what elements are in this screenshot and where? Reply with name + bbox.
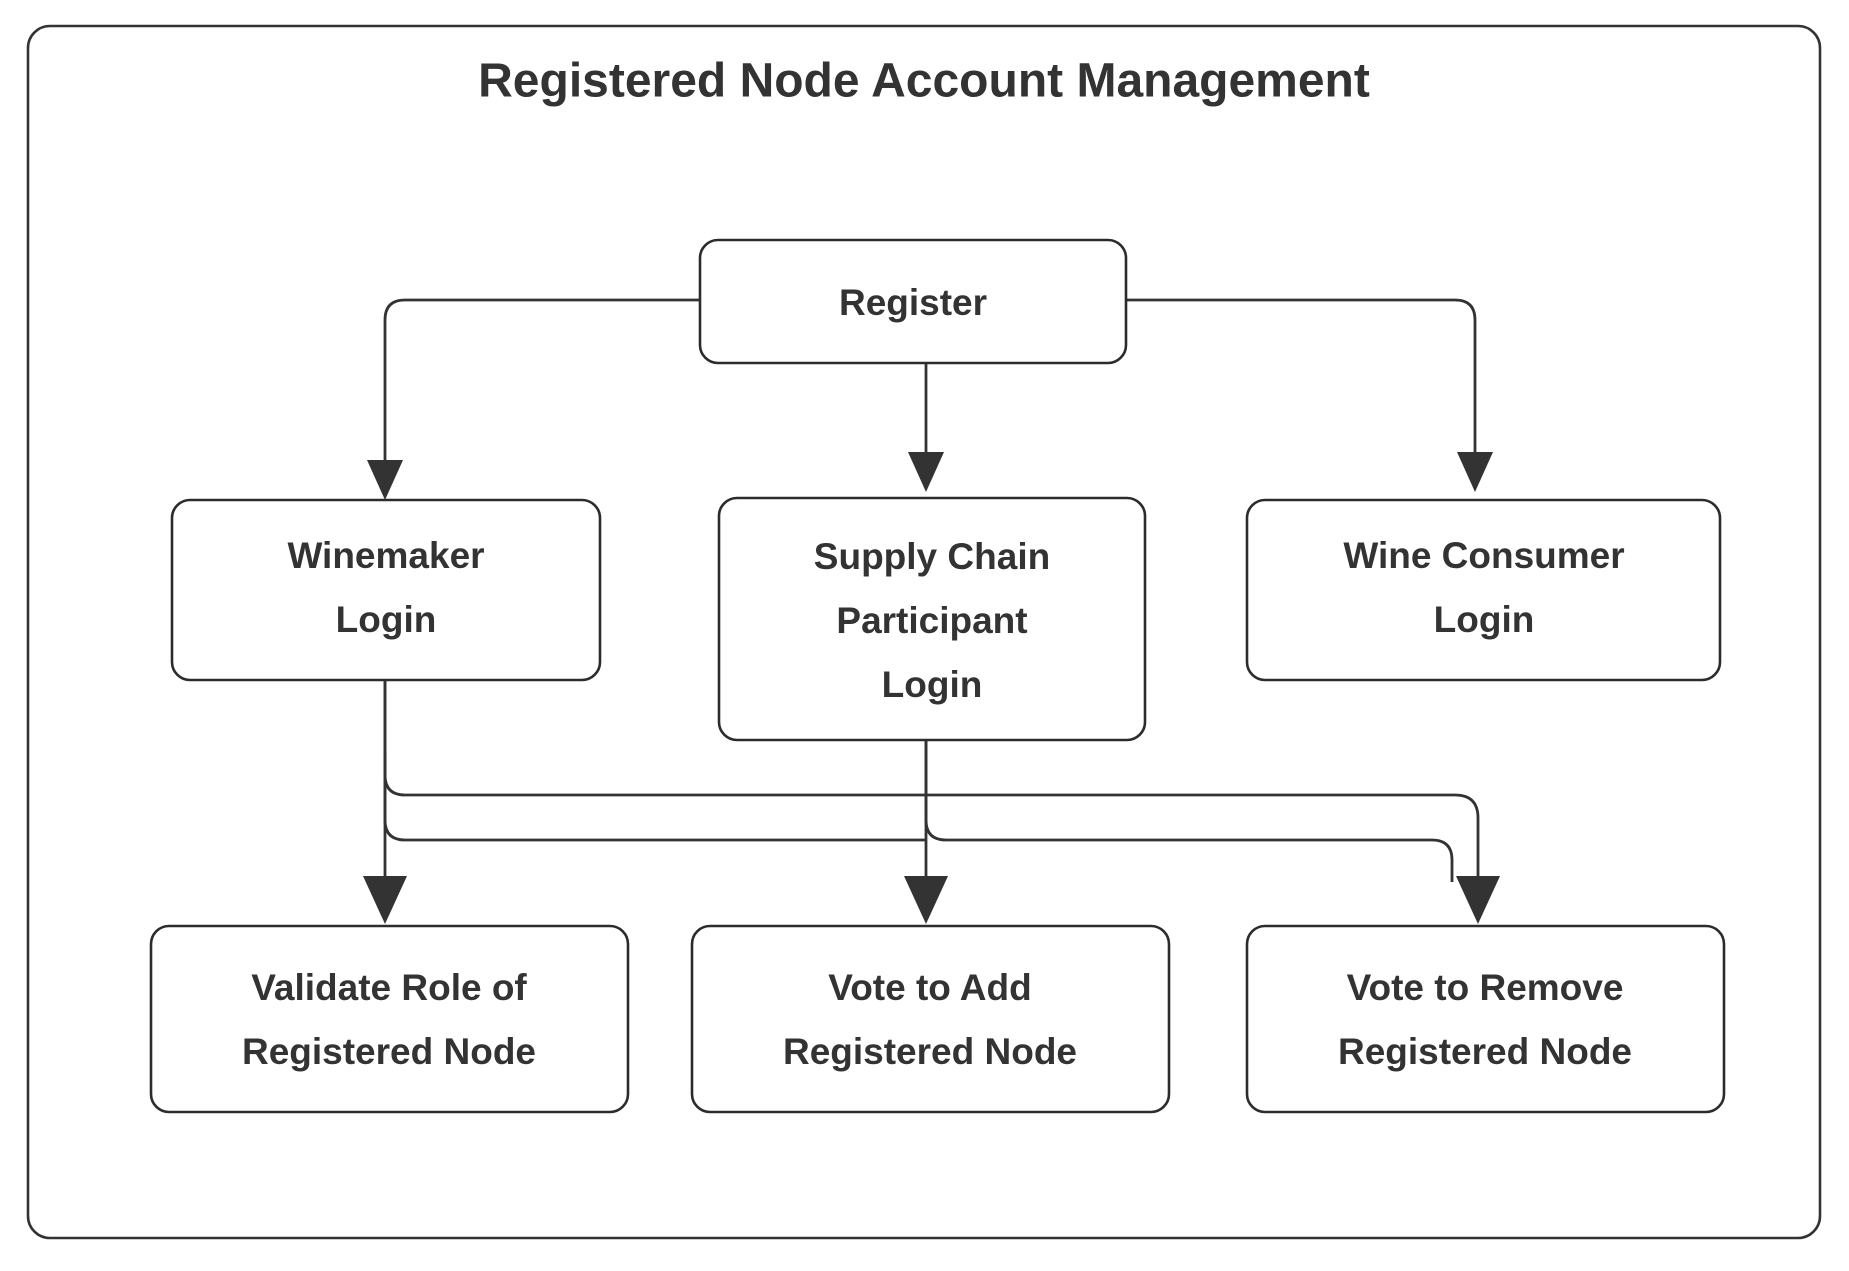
node-vote-to-add-registered-node-line-1: Registered Node [783, 1031, 1077, 1072]
node-winemaker-login[interactable]: Winemaker Login [170, 498, 602, 682]
node-vote-to-add-registered-node[interactable]: Vote to Add Registered Node [690, 924, 1171, 1114]
node-vote-to-remove-registered-node-line-0: Vote to Remove [1347, 967, 1624, 1008]
node-register-box[interactable] [698, 238, 1128, 365]
edge-register-to-consumer [1126, 298, 1477, 464]
node-register[interactable]: Register [698, 238, 1128, 365]
edge-supply-to-voteremove [924, 740, 1454, 882]
node-validate-role-of-registered-node-line-1: Registered Node [242, 1031, 536, 1072]
node-wine-consumer-login-line-0: Wine Consumer [1343, 535, 1624, 576]
node-supply-chain-participant-login-line-2: Login [882, 664, 983, 705]
node-validate-role-of-registered-node-box[interactable] [149, 924, 630, 1114]
node-register-line-0: Register [839, 282, 987, 323]
node-wine-consumer-login-line-1: Login [1434, 599, 1535, 640]
node-wine-consumer-login-box[interactable] [1245, 498, 1722, 682]
arrowhead-register-to-supply [908, 452, 944, 492]
node-supply-chain-participant-login[interactable]: Supply Chain Participant Login [717, 496, 1147, 742]
node-validate-role-of-registered-node[interactable]: Validate Role of Registered Node [149, 924, 630, 1114]
edge-winemaker-lower-bus [383, 750, 926, 842]
node-vote-to-remove-registered-node-line-1: Registered Node [1338, 1031, 1632, 1072]
arrowhead-register-to-consumer [1457, 452, 1493, 492]
arrowhead-winemaker-to-validate [363, 876, 407, 924]
node-supply-chain-participant-login-line-0: Supply Chain [814, 536, 1050, 577]
node-vote-to-add-registered-node-box[interactable] [690, 924, 1171, 1114]
arrowhead-supply-to-voteadd [904, 876, 948, 924]
edges-layer [363, 298, 1500, 924]
node-wine-consumer-login[interactable]: Wine Consumer Login [1245, 498, 1722, 682]
node-vote-to-add-registered-node-line-0: Vote to Add [828, 967, 1031, 1008]
node-winemaker-login-line-0: Winemaker [287, 535, 484, 576]
node-supply-chain-participant-login-box[interactable] [717, 496, 1147, 742]
node-winemaker-login-line-1: Login [336, 599, 437, 640]
arrowhead-winemaker-to-voteremove [1456, 876, 1500, 924]
node-vote-to-remove-registered-node-box[interactable] [1245, 924, 1726, 1114]
node-winemaker-login-box[interactable] [170, 498, 602, 682]
node-validate-role-of-registered-node-line-0: Validate Role of [251, 967, 527, 1008]
edge-register-to-winemaker [383, 298, 700, 474]
diagram-title: Registered Node Account Management [478, 55, 1370, 108]
node-supply-chain-participant-login-line-1: Participant [836, 600, 1027, 641]
node-vote-to-remove-registered-node[interactable]: Vote to Remove Registered Node [1245, 924, 1726, 1114]
arrowhead-register-to-winemaker [367, 460, 403, 500]
